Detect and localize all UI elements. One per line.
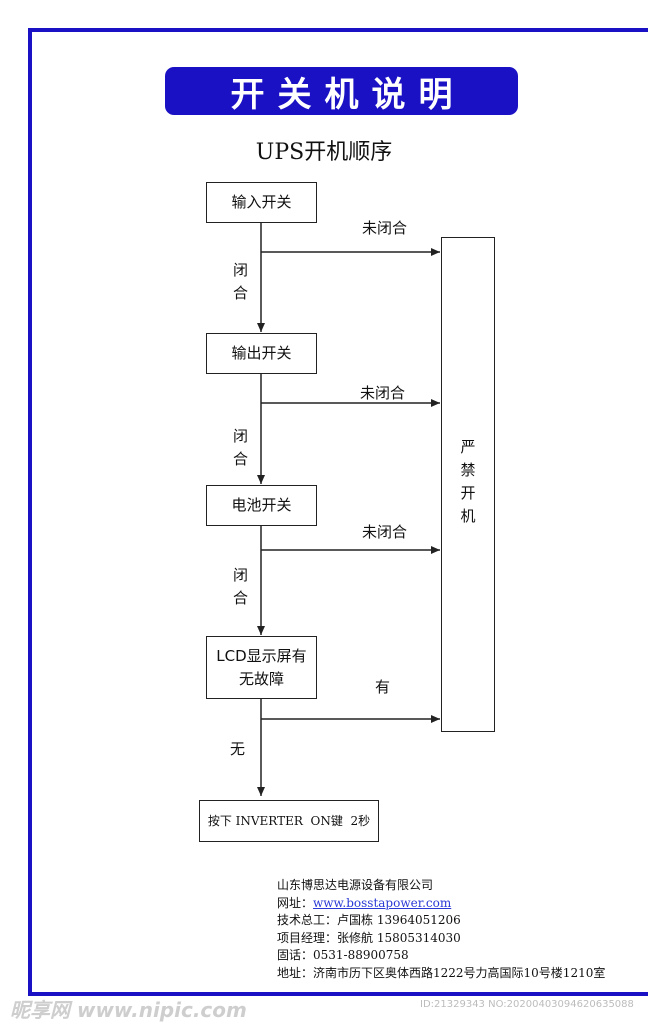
- branch-label-not-closed: 未闭合: [362, 219, 408, 237]
- step-label: LCD显示屏有 无故障: [216, 647, 307, 688]
- step-battery-switch: 电池开关: [206, 485, 317, 526]
- step-label: 电池开关: [231, 496, 292, 515]
- landline-phone: 固话：0531-88900758: [277, 948, 409, 962]
- step-label: 按下 INVERTER ON键 2秒: [207, 814, 371, 828]
- manager-contact: 项目经理：张修航 15805314030: [277, 930, 461, 945]
- company-name: 山东博思达电源设备有限公司: [277, 878, 434, 892]
- branch-label-has: 有: [375, 678, 391, 696]
- step-press-inverter-on: 按下 INVERTER ON键 2秒: [199, 800, 379, 842]
- branch-label-not-closed: 未闭合: [362, 523, 408, 541]
- engineer-contact: 技术总工：卢国栋 13964051206: [277, 913, 461, 927]
- address: 地址：济南市历下区奥体西路1222号力高国际10号楼1210室: [277, 965, 606, 980]
- page-title: 开关机说明: [230, 74, 466, 115]
- step-input-switch: 输入开关: [206, 182, 317, 223]
- down-label-closed: 闭合: [231, 262, 249, 308]
- step-output-switch: 输出开关: [206, 333, 317, 374]
- website-label: 网址：: [277, 895, 314, 910]
- step-lcd-fault-check: LCD显示屏有 无故障: [206, 636, 317, 699]
- frame-bottom-border: [28, 992, 648, 996]
- branch-label-not-closed: 未闭合: [360, 384, 406, 402]
- prohibit-label: 严禁开机: [458, 438, 477, 531]
- contact-info: 山东博思达电源设备有限公司 网址：www.bosstapower.com 技术总…: [277, 877, 605, 982]
- website-link[interactable]: www.bosstapower.com: [313, 895, 452, 910]
- step-label: 输出开关: [231, 344, 292, 363]
- down-label-closed: 闭合: [231, 428, 249, 474]
- watermark-id: ID:21329343 NO:20200403094620635088: [420, 999, 634, 1010]
- diagram-subtitle: UPS开机顺序: [255, 140, 393, 165]
- frame-left-border: [28, 28, 32, 996]
- title-banner: 开关机说明: [165, 67, 518, 115]
- prohibit-startup-box: 严禁开机: [441, 237, 495, 732]
- step-label: 输入开关: [231, 193, 292, 212]
- down-label-none: 无: [230, 740, 246, 758]
- watermark-site: 昵享网 www.nipic.com: [10, 998, 247, 1022]
- down-label-closed: 闭合: [231, 567, 249, 613]
- website-row: 网址：www.bosstapower.com: [277, 895, 605, 913]
- frame-top-border: [28, 28, 648, 32]
